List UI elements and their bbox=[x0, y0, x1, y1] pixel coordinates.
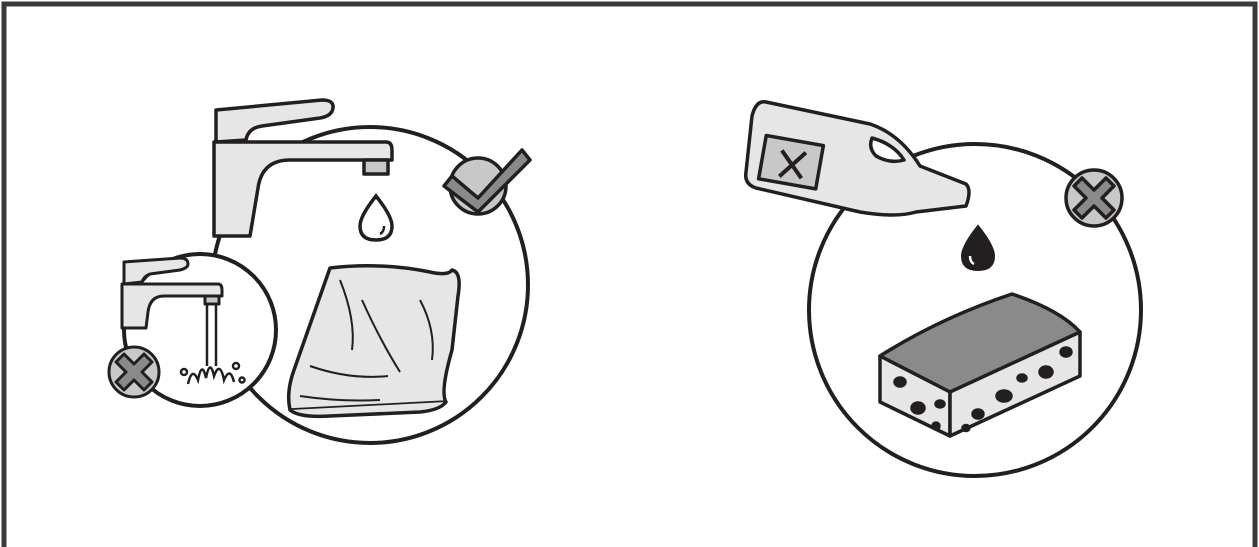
panel-allowed bbox=[109, 100, 530, 443]
cross-icon bbox=[1066, 170, 1122, 226]
inset-running-water bbox=[109, 254, 276, 406]
cross-icon bbox=[109, 347, 159, 397]
panel-forbidden bbox=[746, 102, 1141, 476]
